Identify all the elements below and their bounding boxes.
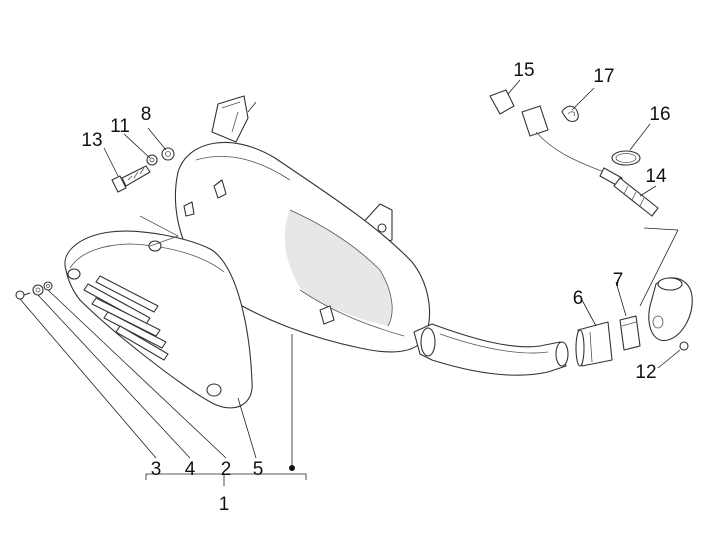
callout-1: 1 <box>219 494 230 515</box>
callout-11: 11 <box>110 116 130 137</box>
muffler-bolt-set <box>111 147 175 193</box>
callout-6: 6 <box>573 288 584 309</box>
clamp-parts <box>561 105 641 166</box>
callout-2: 2 <box>221 459 232 480</box>
callout-labels: 1 2 3 4 5 6 7 8 11 12 13 14 15 16 17 <box>81 60 670 515</box>
callout-16: 16 <box>649 104 670 125</box>
callout-14: 14 <box>645 166 667 187</box>
callout-4: 4 <box>185 459 196 480</box>
callout-12: 12 <box>635 362 656 383</box>
manifold-elbow <box>648 277 693 351</box>
callout-5: 5 <box>253 459 264 480</box>
callout-15: 15 <box>513 60 534 81</box>
callout-7: 7 <box>613 270 624 291</box>
leader-lines <box>19 79 681 486</box>
exhaust-pipe <box>413 323 569 376</box>
callout-17: 17 <box>593 66 614 87</box>
callout-13: 13 <box>81 130 102 151</box>
shield-fasteners <box>15 281 53 300</box>
pipe-sleeve-and-gasket <box>575 315 641 367</box>
lambda-sensor <box>489 89 659 217</box>
callout-3: 3 <box>151 459 162 480</box>
callout-8: 8 <box>141 104 152 125</box>
heat-shield <box>64 215 253 409</box>
